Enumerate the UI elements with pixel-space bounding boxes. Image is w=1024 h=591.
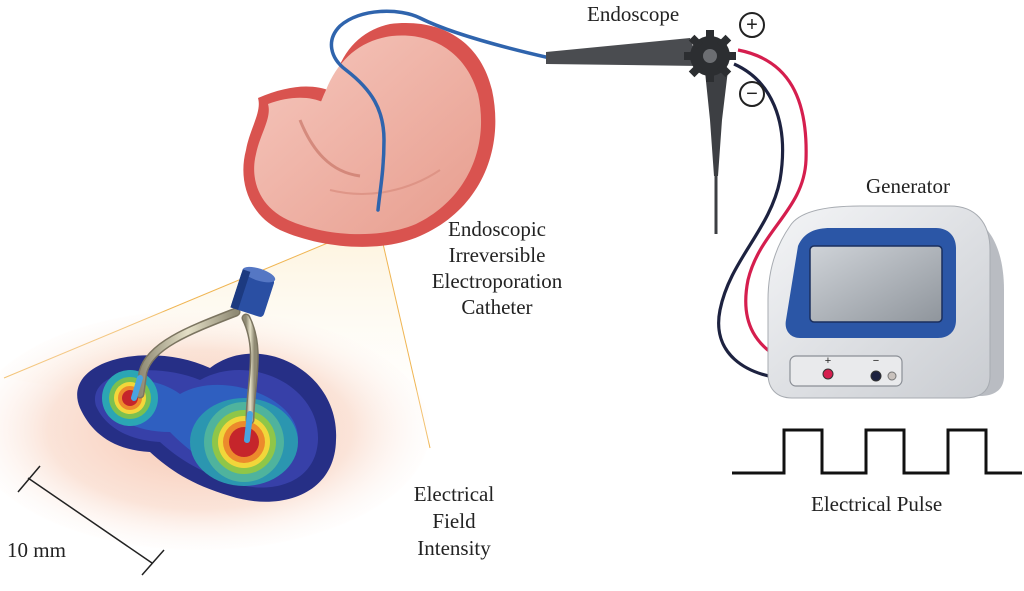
port-minus-mark: −	[873, 355, 879, 367]
endoscope	[546, 30, 736, 234]
port-plus-mark: +	[825, 355, 831, 367]
stomach-inner	[254, 35, 482, 235]
endoscope-label: Endoscope	[587, 2, 680, 26]
catheter-head	[230, 266, 276, 317]
generator-screen	[809, 245, 943, 323]
field-label-line: Field	[432, 509, 476, 533]
positive-port	[822, 368, 834, 380]
electrode-right	[244, 411, 253, 443]
catheter-tip	[131, 266, 276, 443]
electrode-left	[131, 375, 143, 401]
catheter-label-line: Electroporation	[431, 269, 563, 293]
catheter-label-line: Catheter	[461, 295, 533, 319]
catheter-wire	[329, 9, 552, 212]
generator: + −	[767, 205, 1004, 399]
scale-bar-label: 10 mm	[7, 538, 66, 562]
aux-port	[887, 371, 897, 381]
svg-text:−: −	[746, 83, 758, 105]
generator-port-panel	[789, 355, 903, 387]
minus-circle-icon: −	[739, 81, 765, 107]
electrical-pulse-label: Electrical Pulse	[811, 492, 943, 516]
field-label-line: Intensity	[417, 536, 491, 560]
electrical-pulse-waveform	[732, 428, 1022, 475]
field-intensity-label: Electrical Field Intensity	[394, 481, 514, 562]
scale-bar	[17, 465, 165, 576]
endoscope-shaft	[704, 62, 728, 176]
field-label-line: Electrical	[413, 482, 495, 506]
positive-lead	[737, 48, 826, 370]
generator-label: Generator	[866, 174, 950, 198]
stomach-fold	[298, 119, 361, 178]
field-right-core	[229, 427, 259, 457]
negative-port	[870, 370, 882, 382]
stomach-fold	[329, 169, 441, 195]
catheter-label-line: Irreversible	[448, 243, 546, 267]
gear-icon	[684, 30, 736, 82]
plus-circle-icon: +	[739, 12, 765, 38]
stomach	[243, 23, 496, 247]
svg-text:+: +	[746, 14, 758, 36]
catheter-label: Endoscopic Irreversible Electroporation …	[413, 216, 581, 320]
catheter-label-line: Endoscopic	[448, 217, 546, 241]
negative-lead	[717, 62, 877, 382]
endoscope-handle	[546, 38, 700, 66]
